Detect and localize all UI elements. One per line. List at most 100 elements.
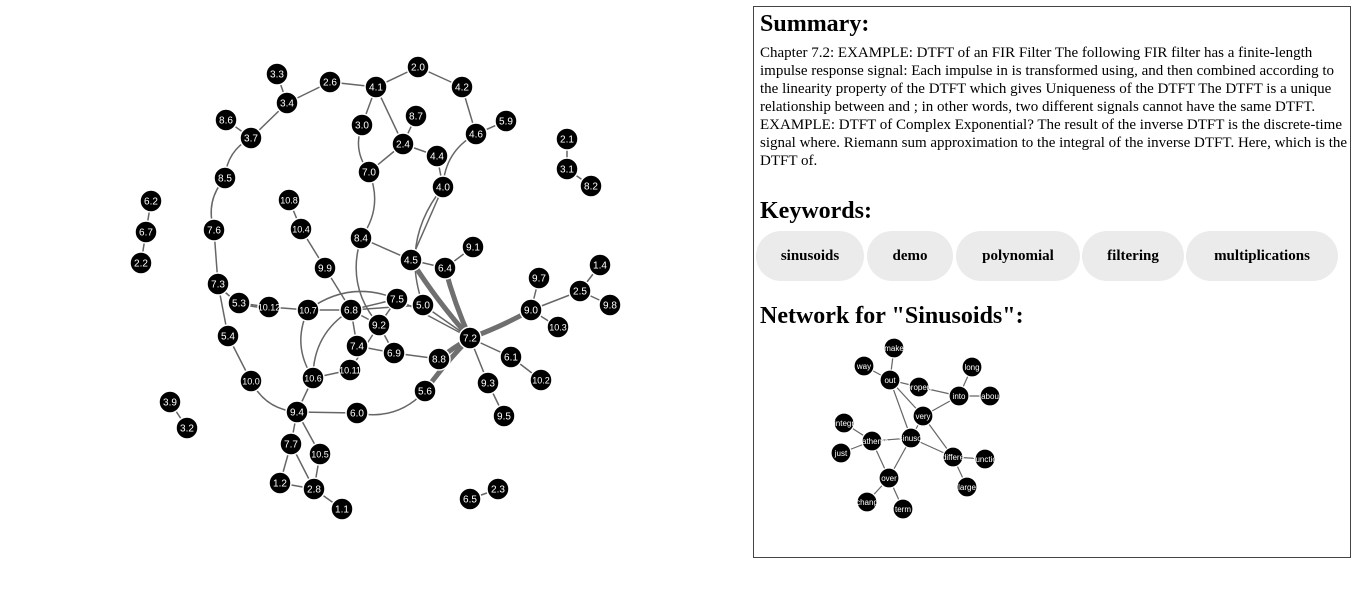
graph-node-circle[interactable] (450, 75, 474, 99)
graph-node-7-7[interactable]: 7.7 (279, 432, 303, 456)
graph-node-2-6[interactable]: 2.6 (318, 70, 342, 94)
mini-node-circle[interactable] (974, 448, 996, 470)
graph-node-7-4[interactable]: 7.4 (345, 334, 369, 358)
mini-node-over[interactable]: over (878, 467, 900, 489)
graph-node-2-4[interactable]: 2.4 (391, 132, 415, 156)
mini-node-way[interactable]: way (853, 355, 875, 377)
graph-node-circle[interactable] (464, 122, 488, 146)
graph-node-circle[interactable] (568, 279, 592, 303)
graph-node-circle[interactable] (588, 253, 612, 277)
mini-node-long[interactable]: long (961, 356, 983, 378)
graph-node-circle[interactable] (275, 91, 299, 115)
graph-node-circle[interactable] (349, 226, 373, 250)
mini-node-circle[interactable] (830, 442, 852, 464)
mini-node-circle[interactable] (856, 491, 878, 513)
mini-node-circle[interactable] (833, 412, 855, 434)
mini-node-circle[interactable] (900, 427, 922, 449)
mini-node-circle[interactable] (942, 446, 964, 468)
graph-node-1-1[interactable]: 1.1 (330, 497, 354, 521)
graph-node-circle[interactable] (519, 298, 543, 322)
mini-node-integr[interactable]: integr (833, 412, 855, 434)
graph-node-2-2[interactable]: 2.2 (129, 251, 153, 275)
graph-node-8-4[interactable]: 8.4 (349, 226, 373, 250)
graph-node-circle[interactable] (339, 298, 363, 322)
mini-node-make[interactable]: make (883, 337, 905, 359)
graph-node-5-3[interactable]: 5.3 (227, 291, 251, 315)
graph-node-circle[interactable] (555, 157, 579, 181)
graph-node-10-11[interactable]: 10.11 (338, 358, 362, 382)
graph-node-10-4[interactable]: 10.4 (289, 217, 313, 241)
mini-node-functio[interactable]: functio (973, 448, 997, 470)
graph-node-circle[interactable] (494, 109, 518, 133)
graph-node-circle[interactable] (308, 442, 332, 466)
graph-node-9-8[interactable]: 9.8 (598, 293, 622, 317)
graph-node-circle[interactable] (216, 324, 240, 348)
graph-node-8-2[interactable]: 8.2 (579, 174, 603, 198)
graph-node-8-5[interactable]: 8.5 (213, 166, 237, 190)
graph-node-circle[interactable] (289, 217, 313, 241)
graph-node-circle[interactable] (546, 315, 570, 339)
mini-node-chang[interactable]: chang (856, 491, 878, 513)
graph-node-3-9[interactable]: 3.9 (158, 390, 182, 414)
graph-node-10-12[interactable]: 10.12 (257, 295, 281, 319)
graph-node-circle[interactable] (345, 401, 369, 425)
mini-node-circle[interactable] (908, 376, 930, 398)
graph-node-9-2[interactable]: 9.2 (367, 313, 391, 337)
graph-node-circle[interactable] (427, 347, 451, 371)
graph-node-9-9[interactable]: 9.9 (313, 256, 337, 280)
graph-node-circle[interactable] (404, 104, 428, 128)
mini-node-circle[interactable] (979, 385, 1001, 407)
graph-node-circle[interactable] (296, 298, 320, 322)
graph-node-4-5[interactable]: 4.5 (399, 248, 423, 272)
mini-node-large[interactable]: large (956, 476, 978, 498)
mini-node-propert[interactable]: propert (906, 376, 932, 398)
graph-node-2-1[interactable]: 2.1 (555, 127, 579, 151)
graph-node-7-2[interactable]: 7.2 (458, 326, 482, 350)
graph-node-3-7[interactable]: 3.7 (239, 126, 263, 150)
mini-node-circle[interactable] (878, 467, 900, 489)
graph-node-10-5[interactable]: 10.5 (308, 442, 332, 466)
graph-node-7-6[interactable]: 7.6 (202, 218, 226, 242)
graph-node-8-7[interactable]: 8.7 (404, 104, 428, 128)
graph-node-circle[interactable] (268, 471, 292, 495)
graph-node-3-2[interactable]: 3.2 (175, 416, 199, 440)
mini-node-circle[interactable] (879, 369, 901, 391)
graph-node-circle[interactable] (257, 295, 281, 319)
graph-node-circle[interactable] (277, 188, 301, 212)
mini-node-into[interactable]: into (948, 385, 970, 407)
graph-node-circle[interactable] (382, 341, 406, 365)
keyword-sinusoids[interactable]: sinusoids (756, 231, 864, 281)
graph-node-4-4[interactable]: 4.4 (425, 144, 449, 168)
graph-node-circle[interactable] (206, 272, 230, 296)
graph-node-2-5[interactable]: 2.5 (568, 279, 592, 303)
graph-node-circle[interactable] (265, 62, 289, 86)
graph-node-circle[interactable] (302, 477, 326, 501)
graph-node-circle[interactable] (458, 487, 482, 511)
graph-node-circle[interactable] (492, 404, 516, 428)
graph-node-3-3[interactable]: 3.3 (265, 62, 289, 86)
graph-node-4-0[interactable]: 4.0 (431, 175, 455, 199)
graph-node-3-1[interactable]: 3.1 (555, 157, 579, 181)
graph-node-9-4[interactable]: 9.4 (285, 400, 309, 424)
mini-node-circle[interactable] (961, 356, 983, 378)
mini-node-circle[interactable] (948, 385, 970, 407)
graph-node-circle[interactable] (411, 293, 435, 317)
graph-node-circle[interactable] (285, 400, 309, 424)
graph-node-circle[interactable] (239, 369, 263, 393)
graph-node-4-1[interactable]: 4.1 (364, 75, 388, 99)
mini-node-circle[interactable] (956, 476, 978, 498)
graph-node-9-7[interactable]: 9.7 (527, 266, 551, 290)
graph-node-circle[interactable] (399, 248, 423, 272)
graph-node-9-0[interactable]: 9.0 (519, 298, 543, 322)
graph-node-5-9[interactable]: 5.9 (494, 109, 518, 133)
graph-node-circle[interactable] (129, 251, 153, 275)
graph-node-circle[interactable] (338, 358, 362, 382)
graph-node-2-3[interactable]: 2.3 (486, 477, 510, 501)
keyword-filtering[interactable]: filtering (1082, 231, 1184, 281)
graph-node-circle[interactable] (202, 218, 226, 242)
graph-node-circle[interactable] (134, 220, 158, 244)
graph-node-5-6[interactable]: 5.6 (413, 379, 437, 403)
graph-node-6-7[interactable]: 6.7 (134, 220, 158, 244)
graph-node-circle[interactable] (227, 291, 251, 315)
